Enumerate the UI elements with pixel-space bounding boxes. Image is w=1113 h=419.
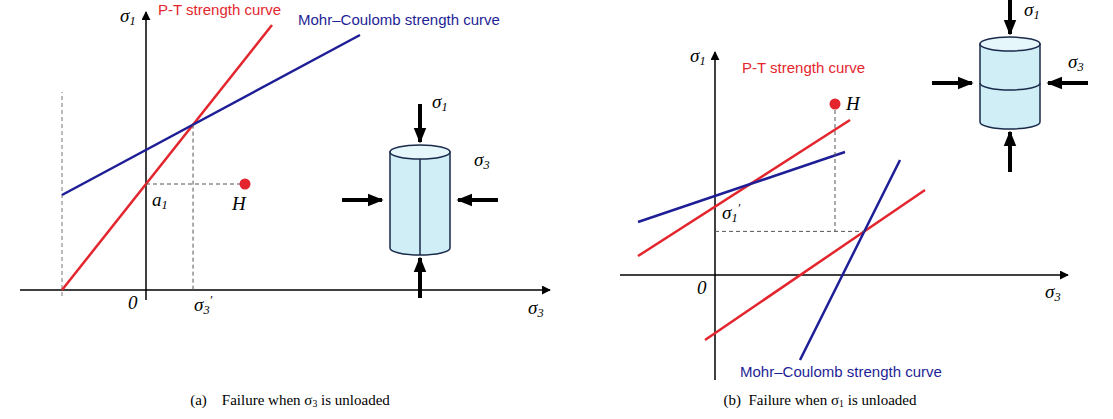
origin-label: 0 [128,293,138,314]
curve-label: Mohr–Coulomb strength curve [740,364,942,381]
tick-label: σ3′ [194,294,212,318]
load-arrow [458,198,498,202]
stress-label: σ1 [1024,0,1040,23]
curve-label: P-T strength curve [742,60,865,77]
stress-label: σ3 [474,150,490,173]
curve-label: P-T strength curve [158,2,281,19]
subfigure-caption: (b) Failure when σ1 is unloaded [723,392,916,410]
mohr-coulomb-curve [638,152,845,222]
stress-label: σ3 [1068,52,1084,75]
point-label: H [846,94,860,115]
load-arrow [418,258,422,298]
pt-strength-curve [638,120,850,256]
mohr-coulomb-curve [800,160,900,360]
origin-label: 0 [697,278,707,299]
pt-strength-curve [705,190,925,340]
axis-label: σ3 [528,298,544,321]
dashed-guide [835,110,836,231]
dashed-guide [193,125,194,290]
load-arrow [932,81,972,85]
rock-specimen [390,145,450,255]
load-arrow [418,104,422,142]
rock-specimen [980,37,1040,129]
dashed-guide [715,231,864,232]
mohr-coulomb-curve [62,35,360,195]
intercept-label: a1 [152,190,168,213]
pt-strength-curve [62,25,272,290]
stress-label: σ1 [432,92,448,115]
point-label: H [232,194,246,215]
load-arrow [1008,132,1012,172]
load-arrow [342,198,382,202]
y-axis [145,12,147,300]
stress-point [240,179,251,190]
load-arrow [1048,81,1088,85]
tick-label: σ1′ [722,202,740,226]
stress-point [830,99,841,110]
subfigure-caption: (a) Failure when σ3 is unloaded [190,392,390,410]
axis-label: σ1 [120,6,136,29]
y-axis [714,52,716,380]
load-arrow [1008,0,1012,34]
axis-label: σ3 [1045,282,1061,305]
axis-label: σ1 [690,46,706,69]
dashed-guide [146,184,240,185]
x-axis [20,289,550,291]
curve-label: Mohr–Coulomb strength curve [298,12,500,29]
